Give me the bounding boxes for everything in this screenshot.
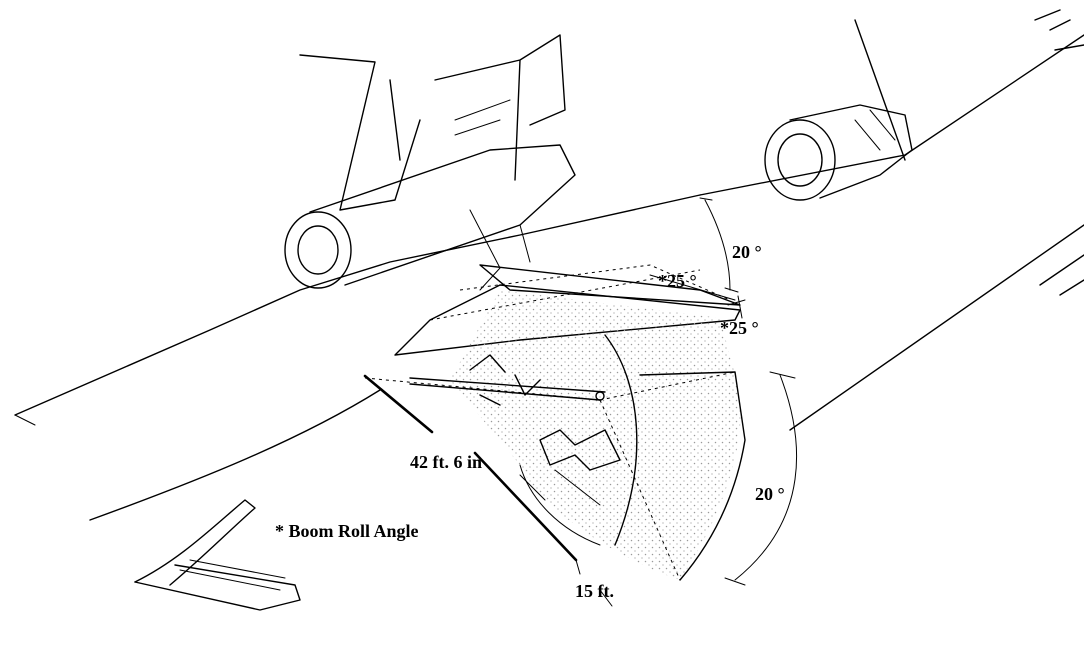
boom-nozzle: [595, 391, 605, 401]
boom-control-fins: [469, 354, 541, 406]
angle-upper-tick: [699, 197, 739, 293]
tanker-elevator-detail: [179, 559, 286, 591]
tanker-horizontal-stabilizer: [134, 499, 256, 586]
legend-boom-roll-angle: * Boom Roll Angle: [275, 521, 419, 541]
telescope-dimension-line: [473, 451, 578, 562]
angle-lower-arc: [734, 374, 798, 581]
tanker-right-wing-leading: [854, 19, 906, 161]
ruddevator-angle-guide: [649, 274, 736, 301]
tanker-wing-detail: [454, 99, 511, 136]
tanker-right-engine-body: [789, 104, 913, 199]
boom-tube-upper: [409, 377, 606, 393]
tanker-right-wing-trailing: [699, 34, 1084, 196]
boom-length-label: 42 ft. 6 in: [410, 452, 482, 472]
tanker-left-engine-body: [309, 144, 576, 286]
angle-upper-arc: [704, 199, 731, 291]
boom-envelope-retracted-arc: [519, 464, 601, 546]
tanker-fuselage-upper: [14, 194, 701, 416]
boom-envelope-inner-arc: [604, 334, 638, 546]
tanker-far-right-structure: [1034, 9, 1084, 51]
telescope-length-label: 15 ft.: [575, 581, 614, 601]
diagram-labels: 20 ° *25 ° *25 ° 42 ft. 6 in 20 ° * Boom…: [275, 242, 785, 601]
dimension-lines: [363, 197, 798, 607]
roll-angle-arc: [727, 295, 746, 319]
roll-angle-lower-label: *25 °: [720, 318, 759, 338]
tanker-aircraft: [14, 9, 1084, 611]
tanker-wing-root: [434, 34, 566, 181]
boom-tube-lower: [409, 383, 601, 401]
angle-lower-label: 20 °: [755, 484, 785, 504]
tanker-left-engine-inner: [297, 225, 339, 275]
angle-lower-tick: [724, 371, 796, 586]
boom-low-position: [519, 469, 601, 506]
boom-length-dimension-line: [363, 374, 434, 434]
tanker-right-engine-cowl-detail: [854, 109, 896, 151]
tanker-fuselage-front-edge: [14, 414, 36, 426]
telescope-dimension-tick: [575, 559, 613, 607]
refueling-boom: [409, 354, 621, 506]
ruddevator-roll-outline: [429, 264, 731, 321]
tanker-stabilizer-surface: [134, 564, 301, 611]
tanker-right-engine-inner: [777, 133, 823, 187]
tanker-tail-cone: [1039, 254, 1084, 296]
boom-envelope-outer-arc: [639, 371, 746, 581]
tanker-fuselage-lower: [89, 389, 381, 521]
tanker-left-engine-intake: [284, 211, 352, 289]
tanker-right-engine-intake: [764, 119, 836, 201]
boom-retracted-position: [539, 429, 621, 471]
angle-upper-label: 20 °: [732, 242, 762, 262]
tanker-right-fuselage-lower: [789, 224, 1084, 431]
roll-angle-upper-label: *25 °: [658, 271, 697, 291]
tanker-left-engine-pylon: [469, 209, 531, 291]
tanker-vertical-fin: [299, 54, 421, 211]
